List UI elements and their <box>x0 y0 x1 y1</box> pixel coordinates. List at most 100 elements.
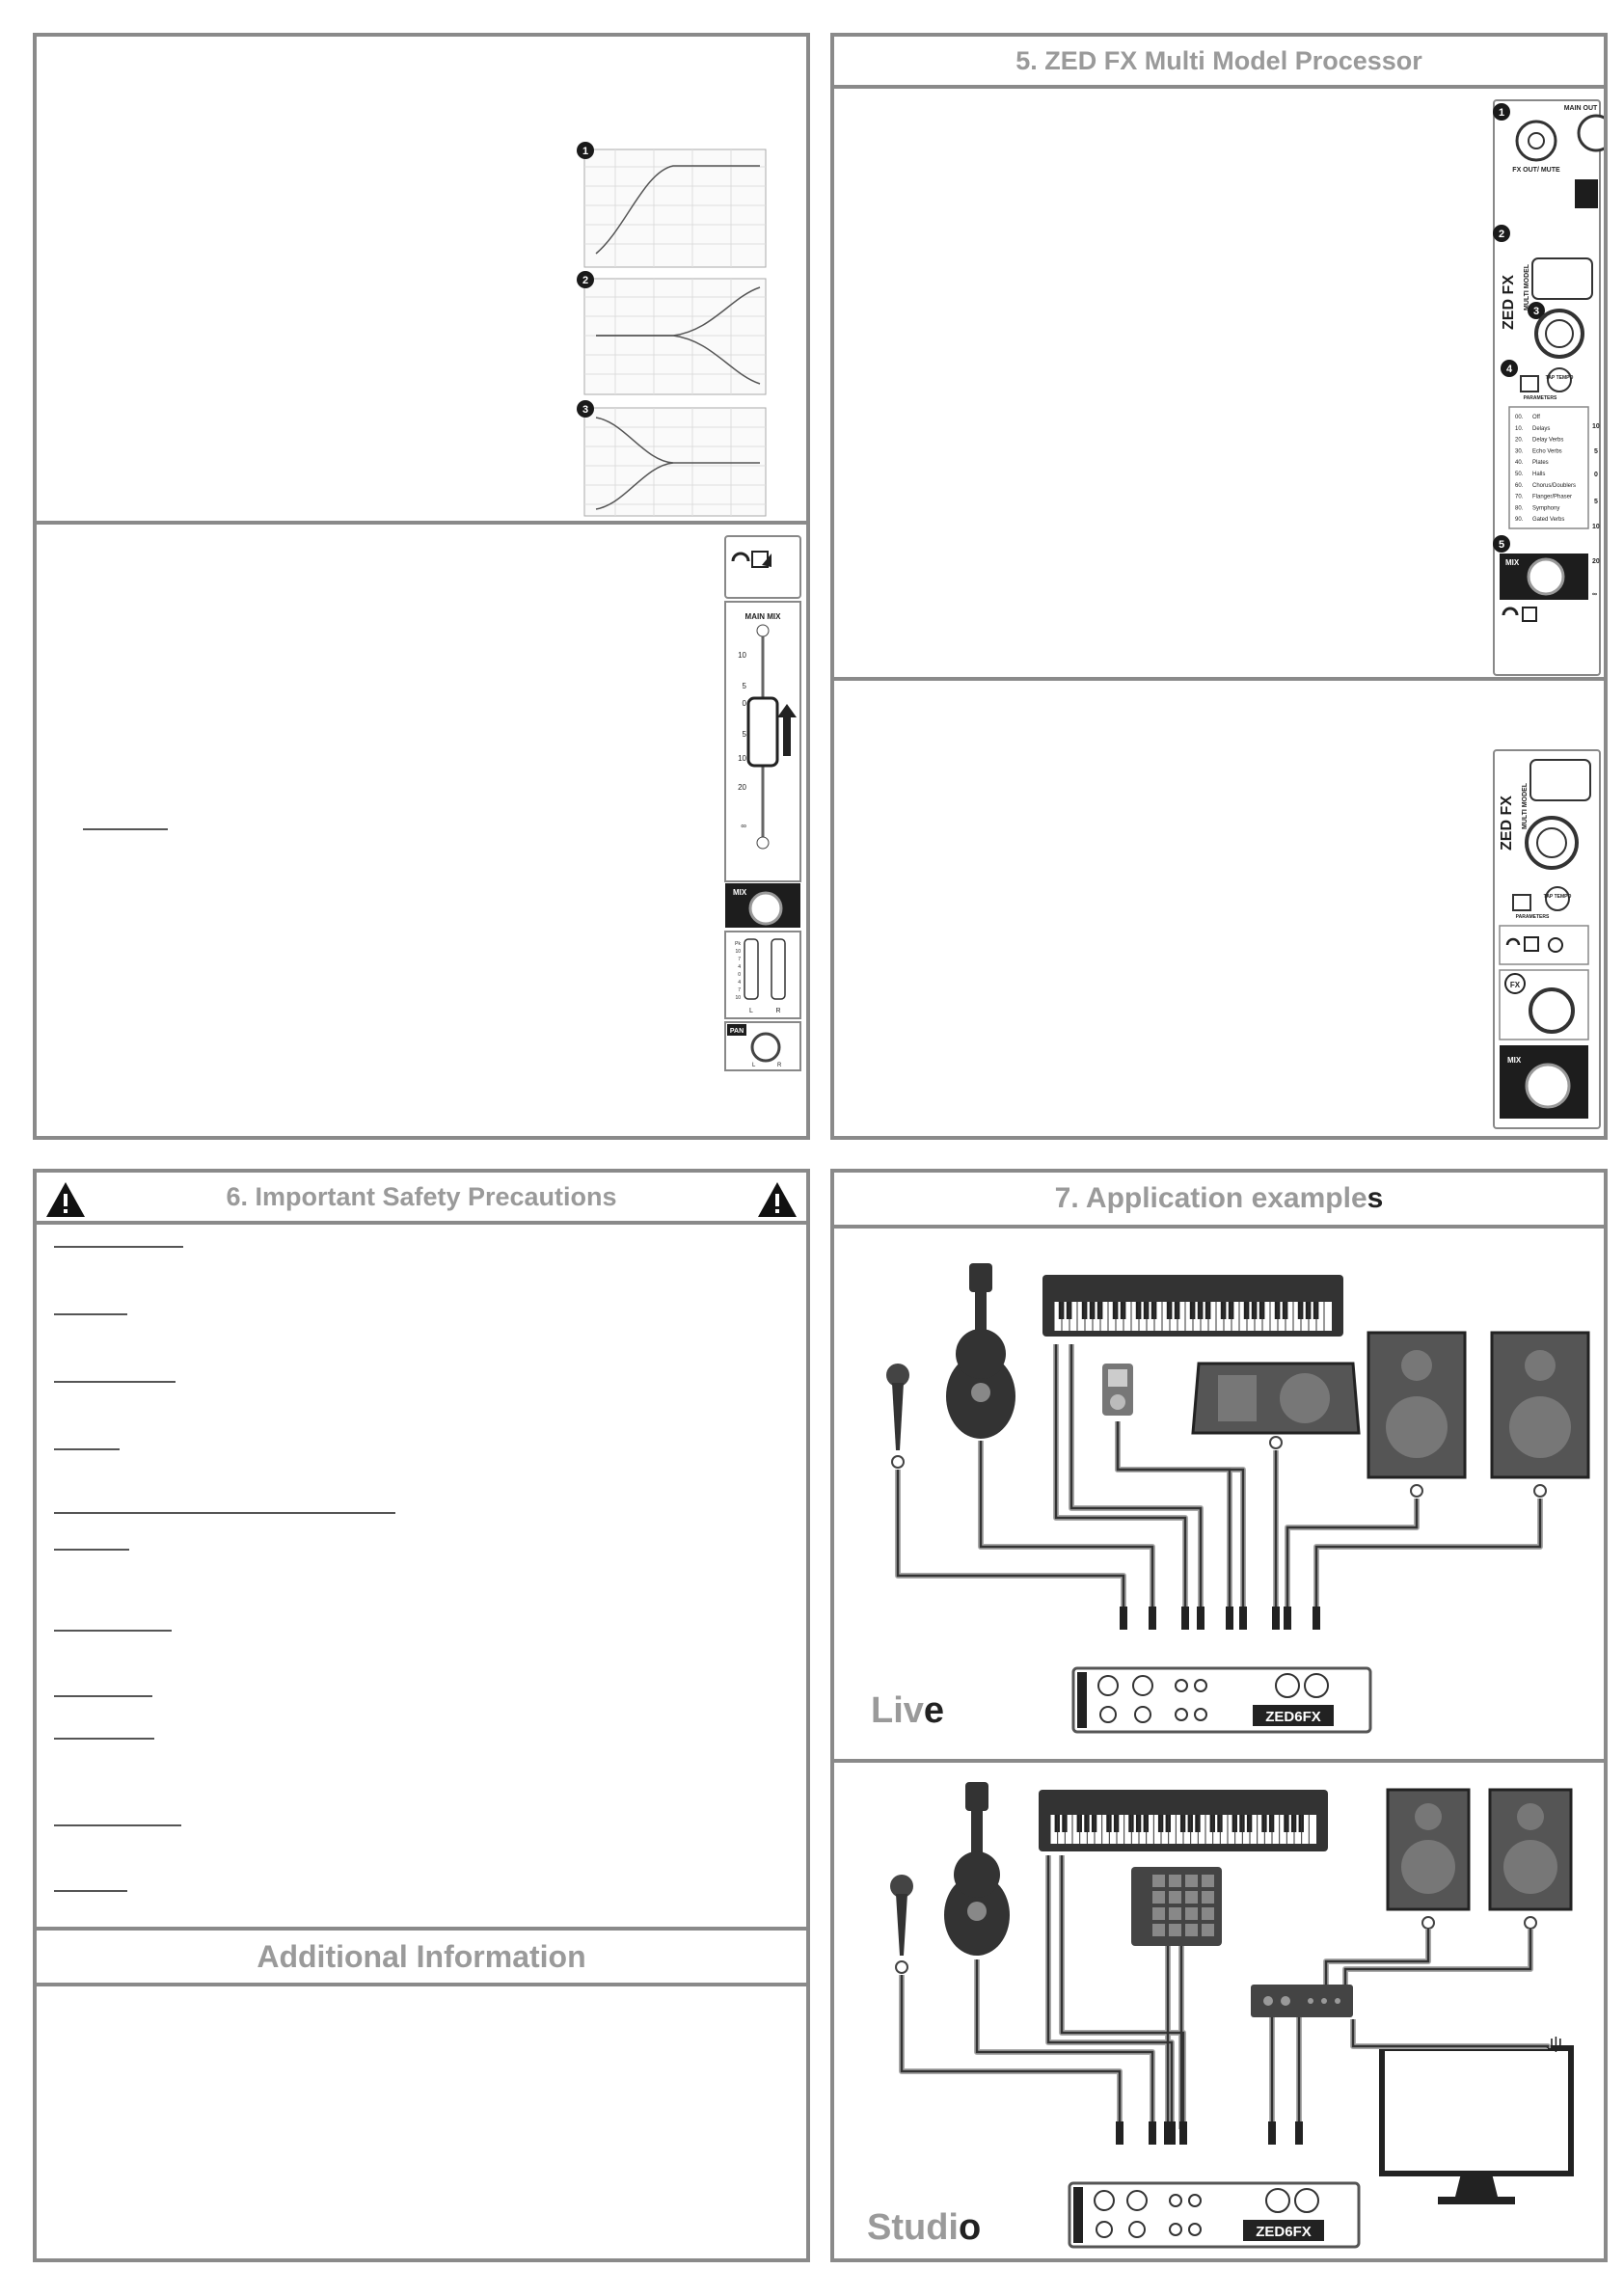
side-scale-inf: ∞ <box>1592 591 1597 598</box>
drum-pad <box>1169 1907 1181 1920</box>
meter-4b: 4 <box>738 980 741 986</box>
fx-badge-5: 5 <box>1499 539 1504 551</box>
zed-fx-brand-2: ZED FX <box>1499 796 1515 851</box>
fx-effect-code: 10. <box>1515 426 1524 432</box>
scale-0: 0 <box>743 699 747 708</box>
side-scale-5b: 5 <box>1594 499 1598 505</box>
mix-label: MIX <box>733 888 747 897</box>
fx-display <box>1531 257 1593 300</box>
drum-pad <box>1202 1907 1214 1920</box>
safety-underline-8 <box>54 1695 152 1697</box>
safety-underline-10 <box>54 1824 181 1826</box>
main-mix-strip: MAIN MIX 10 5 0 5 10 20 ∞ MIX Pk 10 7 4 <box>724 535 801 1071</box>
drum-pad <box>1152 1891 1165 1904</box>
drum-pad <box>1202 1924 1214 1936</box>
zed-fx-diagram: 1 FX OUT/ MUTE MAIN OUT 2 ZED FX MULTI M… <box>1493 99 1604 676</box>
eq-graph-3: 3 <box>577 400 767 517</box>
underline-link <box>83 828 168 830</box>
parameters-label: PARAMETERS <box>1524 395 1557 401</box>
live-label-main: Liv <box>871 1690 924 1731</box>
drum-pad <box>1185 1924 1198 1936</box>
live-label: Live <box>871 1690 944 1731</box>
pan-label: PAN <box>730 1028 744 1035</box>
fx-effect-code: 80. <box>1515 505 1524 511</box>
additional-title: Additional Information <box>37 1931 806 1986</box>
pan-knob <box>750 1032 781 1063</box>
drum-pad <box>1202 1891 1214 1904</box>
studio-label-main: Studi <box>867 2207 959 2248</box>
zed-fx-title: 5. ZED FX Multi Model Processor <box>834 37 1604 89</box>
drum-pad <box>1152 1924 1165 1936</box>
multi-model-label: MULTI MODEL <box>1524 263 1530 311</box>
scale-inf: ∞ <box>741 822 746 830</box>
pan-l: L <box>752 1063 756 1068</box>
meter-4: 4 <box>738 964 741 970</box>
side-scale-10: 10 <box>1592 423 1600 430</box>
fx-mix-panel: ZED FX MULTI MODEL TAP TEMPO PARAMETERS … <box>830 677 1608 1140</box>
studio-mixer-icon: ZED6FX <box>1068 2181 1361 2249</box>
fx-effect-code: 50. <box>1515 472 1524 477</box>
scale-5a: 5 <box>743 682 747 690</box>
keyboard-icon <box>1042 1275 1343 1337</box>
fader-knob <box>746 696 779 768</box>
headphones-icon <box>731 552 750 562</box>
parameters-button <box>1520 375 1539 392</box>
studio-label: Studio <box>867 2207 981 2248</box>
fx-effect-name: Off <box>1532 415 1540 420</box>
media-player-icon <box>1102 1364 1133 1416</box>
safety-underline-4 <box>54 1448 120 1450</box>
scale-10a: 10 <box>738 651 746 660</box>
fx-mix-knob <box>1527 557 1565 596</box>
studio-mixer-brand: ZED6FX <box>1256 2224 1312 2240</box>
additional-panel: Additional Information <box>33 1927 810 2262</box>
studio-speaker-left-icon <box>1386 1788 1471 1930</box>
speaker-left-icon <box>1367 1331 1467 1498</box>
fx-badge-3: 3 <box>1533 306 1539 317</box>
side-scale-20: 20 <box>1592 558 1600 565</box>
fx-mix-knob-2 <box>1525 1063 1571 1109</box>
fx-effect-code: 60. <box>1515 483 1524 489</box>
meter-7: 7 <box>738 957 741 962</box>
safety-title: 6. Important Safety Precautions <box>37 1173 806 1225</box>
live-studio-divider <box>834 1759 1604 1763</box>
studio-keys <box>1049 1815 1310 1844</box>
side-scale-5: 5 <box>1594 448 1598 455</box>
fx-effect-name: Gated Verbs <box>1532 517 1564 523</box>
headphones-icon-2 <box>1502 607 1519 616</box>
zed-fx-brand: ZED FX <box>1501 275 1517 330</box>
warning-icon-right <box>758 1182 797 1217</box>
drum-pad <box>1152 1907 1165 1920</box>
safety-underline-7 <box>54 1630 172 1632</box>
safety-underline-11 <box>54 1890 127 1892</box>
arrow-up-icon <box>777 704 797 756</box>
safety-underline-5 <box>54 1512 395 1514</box>
fx-effect-code: 40. <box>1515 460 1524 466</box>
drum-pad <box>1169 1875 1181 1887</box>
drum-pad <box>1152 1875 1165 1887</box>
scale-20: 20 <box>738 783 746 792</box>
eq-badge-2: 2 <box>582 275 588 286</box>
studio-keyboard-icon <box>1039 1790 1328 1851</box>
fx-effect-name: Plates <box>1532 460 1549 466</box>
fx-effect-name: Halls <box>1532 472 1545 477</box>
eq-badge-3: 3 <box>582 404 588 416</box>
studio-guitar-icon <box>944 1782 1010 1956</box>
safety-underline-6 <box>54 1549 129 1551</box>
monitor-wedge-icon <box>1191 1362 1361 1449</box>
live-setup-diagram: ZED6FX Live <box>871 1263 1590 1734</box>
scale-10b: 10 <box>738 754 746 763</box>
multi-model-label-2: MULTI MODEL <box>1522 782 1529 829</box>
guitar-icon <box>946 1263 1015 1439</box>
eq-graphs: 1 2 <box>577 142 767 517</box>
fx-badge-4: 4 <box>1506 364 1513 375</box>
drum-pad <box>1185 1907 1198 1920</box>
meter-10b: 10 <box>735 995 741 1001</box>
scale-5b: 5 <box>743 730 747 739</box>
meter-0: 0 <box>738 972 741 978</box>
tap-tempo-label-2: TAP TEMPO <box>1544 894 1572 900</box>
fx-effect-name: Flanger/Phaser <box>1532 495 1572 500</box>
applications-title-main: 7. Application example <box>1054 1182 1367 1214</box>
mix-knob <box>748 891 783 926</box>
meter-7b: 7 <box>738 987 741 993</box>
